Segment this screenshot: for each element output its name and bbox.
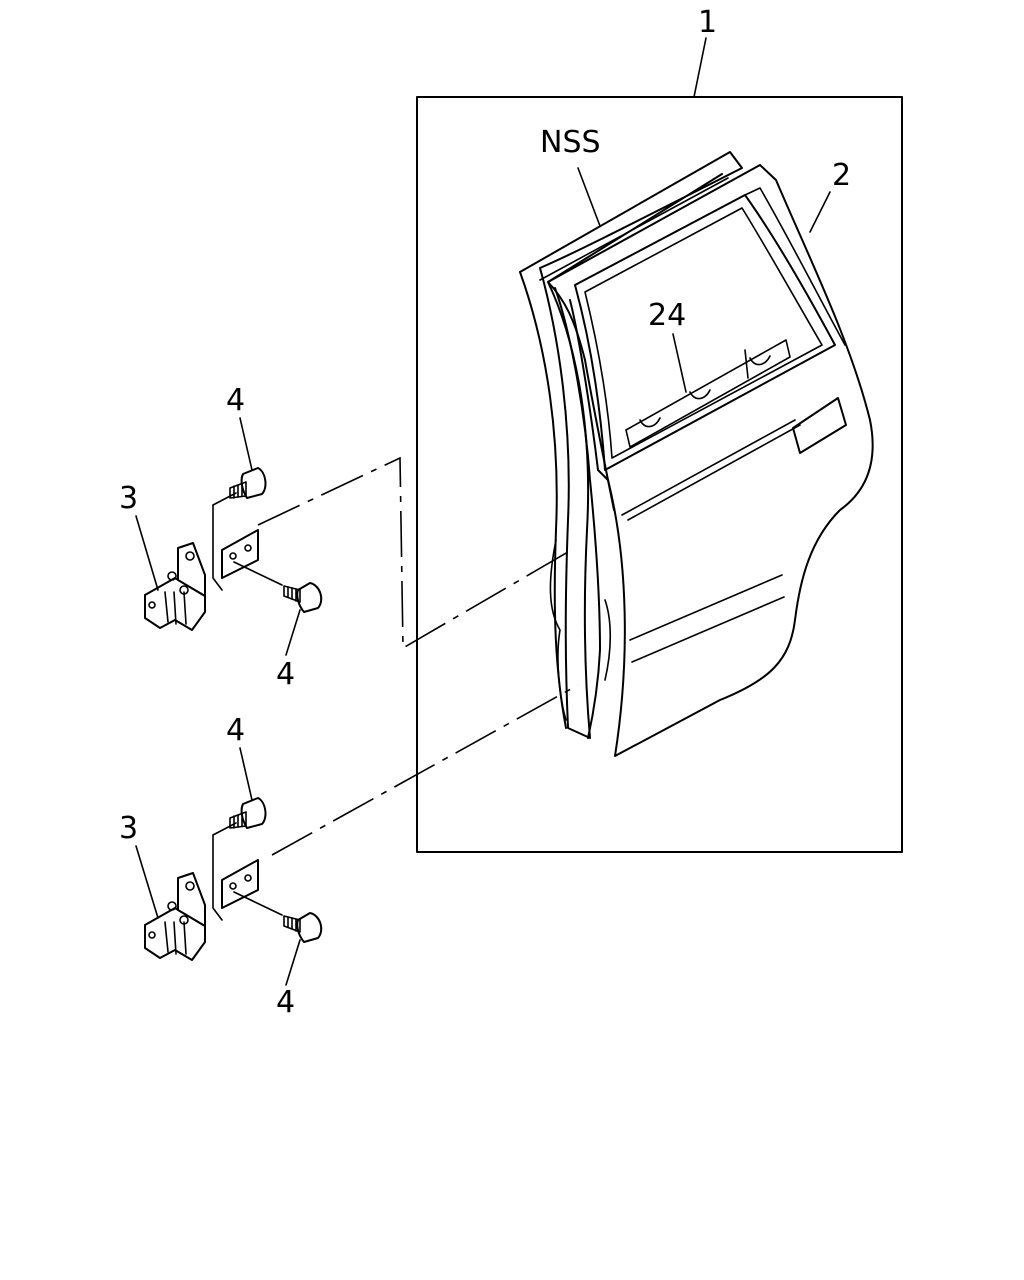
leader-bolt-lower-bottom (233, 891, 283, 916)
label-weatherstrip: NSS (540, 125, 601, 160)
label-door-panel: 2 (832, 158, 851, 193)
label-glass-run: 24 (648, 298, 686, 333)
weatherstrip-part (519, 151, 743, 739)
bolt-upper-bottom-part (283, 582, 323, 613)
label-bolt-upper-top: 4 (226, 383, 245, 418)
hinge-lower-part (144, 822, 259, 961)
door-panel-part (547, 164, 874, 757)
leader-bolt-upper-bottom-label (285, 609, 301, 656)
leader-bolt-upper-bottom (233, 561, 283, 586)
leader-bolt-lower-bottom-label (285, 939, 301, 986)
label-bolt-lower-top: 4 (226, 713, 245, 748)
leader-hinge-lower (135, 845, 159, 919)
bolt-upper-top-part (229, 467, 267, 499)
leader-door-panel (809, 191, 831, 233)
leader-assembly (693, 37, 707, 98)
label-bolt-upper-bottom: 4 (276, 657, 295, 692)
bolt-lower-bottom-part (283, 912, 323, 943)
assembly-frame (416, 96, 903, 853)
hinge-upper-part (144, 492, 259, 631)
label-bolt-lower-bottom: 4 (276, 985, 295, 1020)
leader-glass-run (672, 333, 687, 393)
label-hinge-lower: 3 (119, 811, 138, 846)
label-hinge-upper: 3 (119, 481, 138, 516)
leader-hinge-upper (135, 515, 159, 591)
label-assembly: 1 (698, 5, 717, 40)
leader-weatherstrip (577, 167, 601, 227)
leader-bolt-lower-top (239, 747, 253, 801)
leader-bolt-upper-top (239, 417, 253, 471)
alignment-line-upper (257, 456, 569, 650)
alignment-line-lower (271, 684, 579, 856)
bolt-lower-top-part (229, 797, 267, 829)
